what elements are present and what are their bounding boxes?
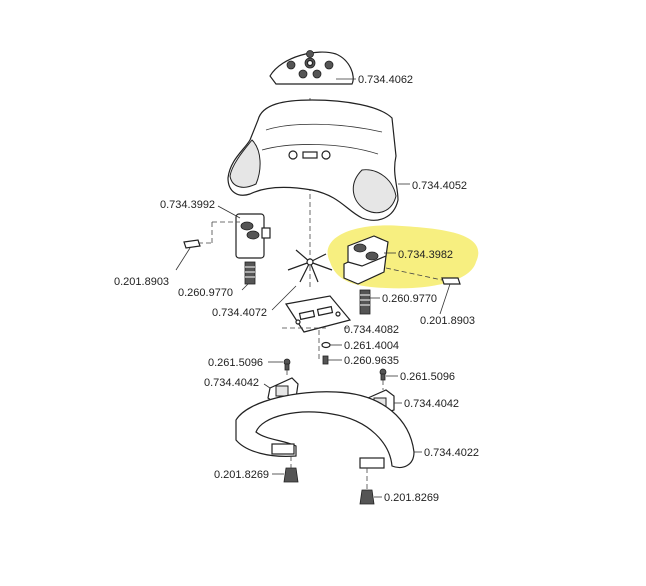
left-foot-part bbox=[283, 467, 299, 483]
right-spring-part bbox=[359, 289, 371, 315]
label-bow-frame: 0.734.4022 bbox=[424, 447, 479, 459]
bow-frame-part bbox=[235, 391, 415, 469]
label-washer: 0.261.4004 bbox=[344, 340, 399, 352]
base-plate-part bbox=[285, 295, 352, 333]
center-screw-part bbox=[322, 355, 329, 365]
label-center-screw: 0.260.9635 bbox=[344, 355, 399, 367]
label-housing: 0.734.4052 bbox=[412, 180, 467, 192]
left-clip-part bbox=[183, 239, 201, 249]
right-clip-part bbox=[441, 277, 461, 285]
label-right-screw: 0.261.5096 bbox=[400, 371, 455, 383]
label-right-clip: 0.201.8903 bbox=[420, 315, 475, 327]
label-left-screw: 0.261.5096 bbox=[208, 357, 263, 369]
right-pedal-part bbox=[343, 235, 389, 285]
housing-part bbox=[227, 99, 399, 221]
label-left-foot: 0.201.8269 bbox=[214, 469, 269, 481]
label-left-bracket: 0.734.4042 bbox=[204, 377, 259, 389]
label-left-spring: 0.260.9770 bbox=[178, 287, 233, 299]
label-left-pedal: 0.734.3992 bbox=[160, 199, 215, 211]
label-right-bracket: 0.734.4042 bbox=[404, 398, 459, 410]
left-pedal-part bbox=[235, 213, 271, 259]
top-cover-part bbox=[269, 50, 354, 85]
label-right-foot: 0.201.8269 bbox=[384, 492, 439, 504]
label-star-spring: 0.734.4072 bbox=[212, 307, 267, 319]
washer-part bbox=[321, 341, 331, 349]
right-screw-part bbox=[379, 368, 387, 381]
right-foot-part bbox=[359, 489, 375, 505]
label-top-cover: 0.734.4062 bbox=[358, 74, 413, 86]
star-spring-part bbox=[287, 249, 333, 283]
label-right-pedal: 0.734.3982 bbox=[398, 249, 453, 261]
label-base-plate: 0.734.4082 bbox=[344, 324, 399, 336]
left-screw-part bbox=[283, 358, 291, 371]
left-spring-part bbox=[244, 261, 256, 285]
label-right-spring: 0.260.9770 bbox=[382, 293, 437, 305]
label-left-clip: 0.201.8903 bbox=[114, 276, 169, 288]
